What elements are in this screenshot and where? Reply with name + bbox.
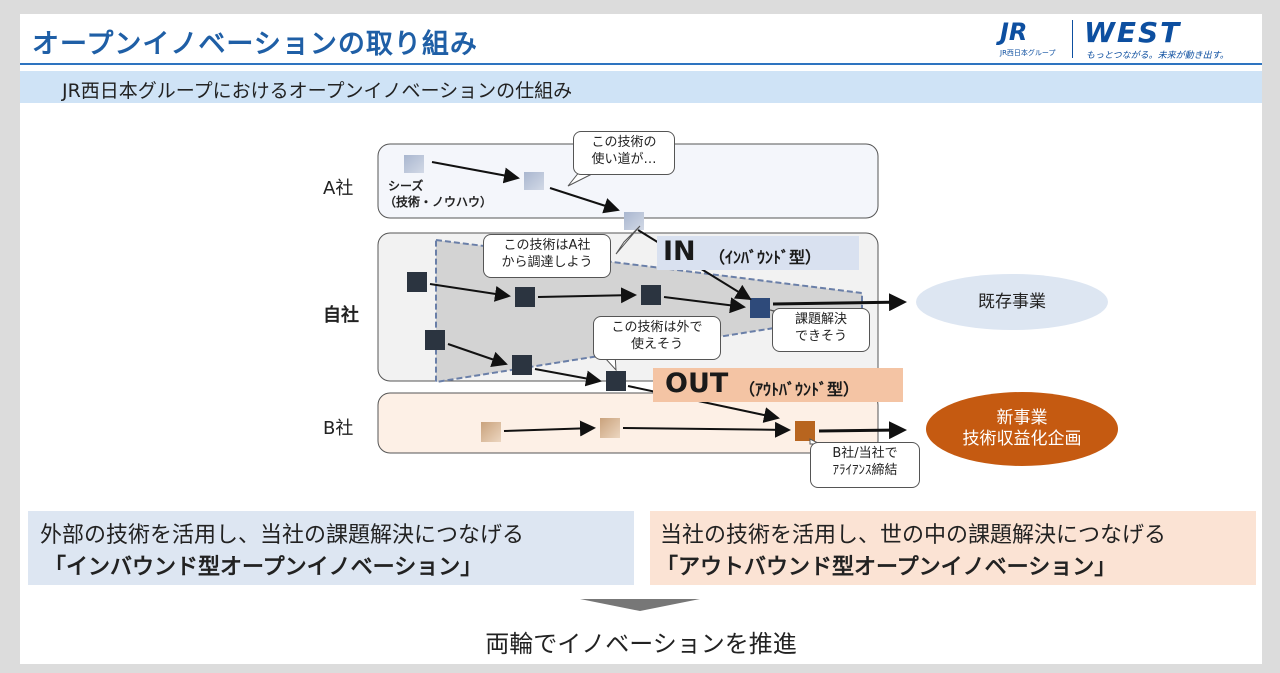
logo-jr-subtext: JR西日本グループ (1000, 49, 1056, 57)
bubble-procure-from-a: この技術はA社から調達しよう (483, 234, 611, 278)
outbound-tag-big: OUT (665, 368, 729, 399)
new-business-ellipse: 新事業 技術収益化企画 (926, 392, 1118, 466)
self-square-3 (641, 285, 661, 305)
b-square-2 (600, 418, 620, 438)
inbound-tag-big: IN (663, 236, 696, 267)
page-subtitle: JR西日本グループにおけるオープンイノベーションの仕組み (62, 80, 573, 102)
logo-west-mark: WEST (1084, 16, 1182, 49)
seed-square-a3 (624, 212, 644, 230)
conclusion-text: 両輪でイノベーションを推進 (485, 630, 797, 658)
self-square-6 (512, 355, 532, 375)
inbound-tag-small: （ｲﾝﾊﾞｳﾝﾄﾞ型） (709, 248, 822, 267)
seeds-sublabel: （技術・ノウハウ） (384, 195, 493, 209)
logo-separator (1072, 20, 1073, 58)
logo-jr-mark: JR (1000, 18, 1028, 46)
title-divider (20, 63, 1262, 65)
logo-tagline: もっとつながる。未来が動き出す。 (1086, 51, 1229, 61)
jr-west-logo: JR JR西日本グループ WEST もっとつながる。未来が動き出す。 (1000, 16, 1229, 64)
outbound-tag-small: （ｱｳﾄﾊﾞｳﾝﾄﾞ型） (739, 380, 860, 399)
seeds-label: シーズ (388, 179, 424, 193)
slide: オープンイノベーションの取り組み JR JR西日本グループ WEST もっとつな… (20, 14, 1262, 664)
row-label-b: B社 (323, 418, 354, 439)
existing-business-ellipse: 既存事業 (916, 274, 1108, 330)
bubble-solve-issue: 課題解決できそう (772, 308, 870, 352)
bubble-alliance: B社/当社でｱﾗｲｱﾝｽ締結 (810, 442, 920, 488)
inbound-tag: IN （ｲﾝﾊﾞｳﾝﾄﾞ型） (657, 236, 859, 270)
outbound-summary-box: 当社の技術を活用し、世の中の課題解決につなげる 「アウトバウンド型オープンイノベ… (650, 511, 1256, 585)
row-panel-b (377, 392, 879, 454)
self-square-5 (425, 330, 445, 350)
bubble-use-outside: この技術は外で使えそう (593, 316, 721, 360)
self-square-4 (750, 298, 770, 318)
row-label-a: A社 (323, 178, 354, 199)
b-square-3 (795, 421, 815, 441)
inbound-summary-text: 外部の技術を活用し、当社の課題解決につなげる (40, 523, 525, 548)
row-label-self: 自社 (323, 305, 359, 326)
self-square-2 (515, 287, 535, 307)
bubble-technology-use: この技術の使い道が… (573, 131, 675, 175)
self-square-7 (606, 371, 626, 391)
outbound-summary-title: 「アウトバウンド型オープンイノベーション」 (656, 555, 1117, 580)
seed-square-a2 (524, 172, 544, 190)
self-square-1 (407, 272, 427, 292)
outbound-tag: OUT （ｱｳﾄﾊﾞｳﾝﾄﾞ型） (653, 368, 903, 402)
inbound-summary-box: 外部の技術を活用し、当社の課題解決につなげる 「インバウンド型オープンイノベーシ… (28, 511, 634, 585)
inbound-summary-title: 「インバウンド型オープンイノベーション」 (44, 555, 483, 580)
seed-square-a1 (404, 155, 424, 173)
subtitle-bar (20, 71, 1262, 103)
page-title: オープンイノベーションの取り組み (32, 29, 478, 60)
outbound-summary-text: 当社の技術を活用し、世の中の課題解決につなげる (660, 523, 1167, 548)
b-square-1 (481, 422, 501, 442)
down-arrow-icon (580, 599, 700, 611)
